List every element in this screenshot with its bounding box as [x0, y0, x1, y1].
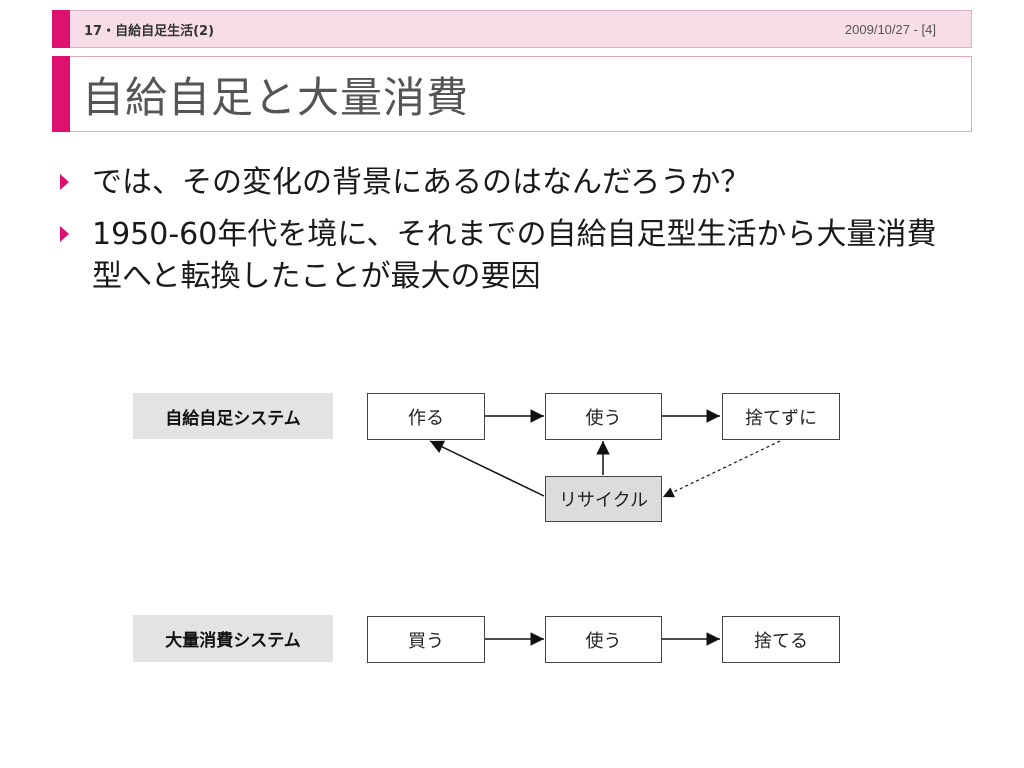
recycle-box: リサイクル: [545, 476, 662, 522]
date-page: 2009/10/27 - [4]: [844, 22, 936, 37]
discard-box: 捨てる: [722, 616, 840, 663]
arrow-recycle-to-make: [429, 440, 545, 497]
bullet-arrow-icon: [60, 174, 69, 190]
header-accent: [52, 10, 70, 48]
mass-consumption-system-label: 大量消費システム: [133, 615, 333, 662]
make-box: 作る: [367, 393, 485, 440]
use-box-mass: 使う: [545, 616, 662, 663]
section-label: 17・自給自足生活(2): [84, 24, 215, 39]
buy-box: 買う: [367, 616, 485, 663]
bullet-arrow-icon: [60, 226, 69, 242]
title-box: [52, 56, 972, 132]
arrow-nowaste-to-recycle: [662, 440, 781, 498]
title-accent: [52, 56, 70, 132]
self-sufficient-system-label: 自給自足システム: [133, 393, 333, 439]
bullet-text: では、その変化の背景にあるのはなんだろうか？: [92, 165, 751, 200]
use-box: 使う: [545, 393, 662, 440]
slide-title: 自給自足と大量消費: [82, 73, 470, 122]
no-waste-box: 捨てずに: [722, 393, 840, 440]
header-bar: [52, 10, 972, 48]
bullet-text: 1950-60年代を境に、それまでの自給自足型生活から大量消費型へと転換したこと…: [92, 217, 937, 294]
